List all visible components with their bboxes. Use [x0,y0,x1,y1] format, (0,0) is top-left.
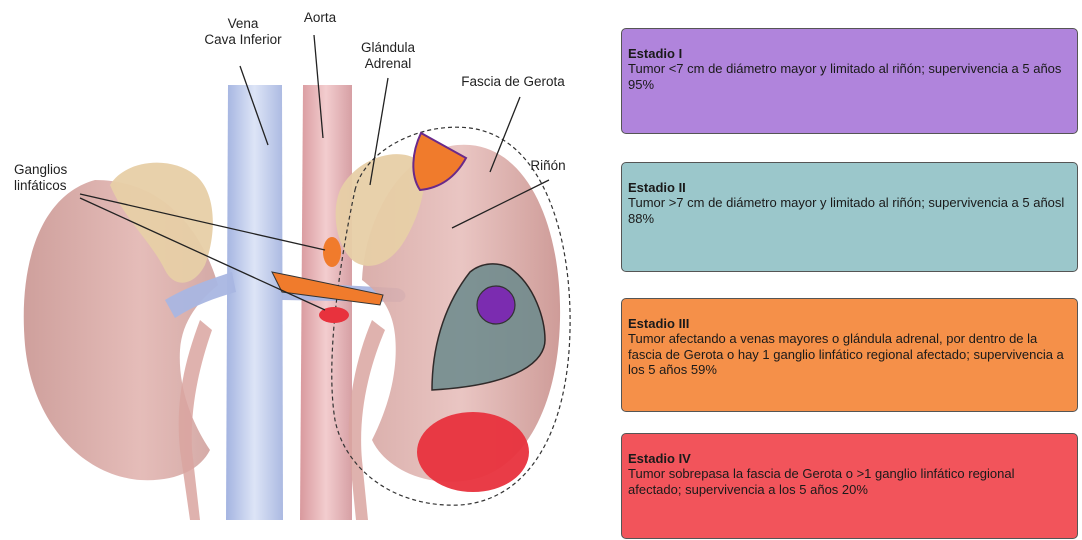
label-vena-cava: Vena Cava Inferior [188,16,298,48]
label-vena-cava-line1: Vena [188,16,298,32]
label-gerota-fascia: Fascia de Gerota [448,74,578,90]
stage-2-box: Estadio II Tumor >7 cm de diámetro mayor… [621,162,1078,272]
lymph-node-orange [323,237,341,267]
stage-1-box: Estadio I Tumor <7 cm de diámetro mayor … [621,28,1078,134]
right-ureter [349,320,385,520]
stage-3-title: Estadio III [628,316,1069,331]
label-adrenal-line1: Glándula [348,40,428,56]
label-adrenal-line2: Adrenal [348,56,428,72]
left-ureter [179,320,212,520]
label-vena-cava-line2: Cava Inferior [188,32,298,48]
stage-4-description: Tumor sobrepasa la fascia de Gerota o >1… [628,466,1069,497]
label-aorta: Aorta [290,10,350,26]
stage-2-title: Estadio II [628,180,1069,195]
label-adrenal-gland: Glándula Adrenal [348,40,428,72]
stage-1-description: Tumor <7 cm de diámetro mayor y limitado… [628,61,1069,92]
stage-2-inner-dot [477,286,515,324]
stage-3-box: Estadio III Tumor afectando a venas mayo… [621,298,1078,412]
label-lymph-nodes: Ganglios linfáticos [14,162,104,194]
stage-4-box: Estadio IV Tumor sobrepasa la fascia de … [621,433,1078,539]
vena-cava-vessel [226,85,283,520]
stage-4-marker [417,412,529,492]
stage-2-description: Tumor >7 cm de diámetro mayor y limitado… [628,195,1069,226]
label-lymph-line2: linfáticos [14,178,104,194]
label-kidney: Riñón [520,158,576,174]
stage-4-title: Estadio IV [628,451,1069,466]
label-lymph-line1: Ganglios [14,162,104,178]
stage-3-description: Tumor afectando a venas mayores o glándu… [628,331,1069,378]
stage-1-title: Estadio I [628,46,1069,61]
